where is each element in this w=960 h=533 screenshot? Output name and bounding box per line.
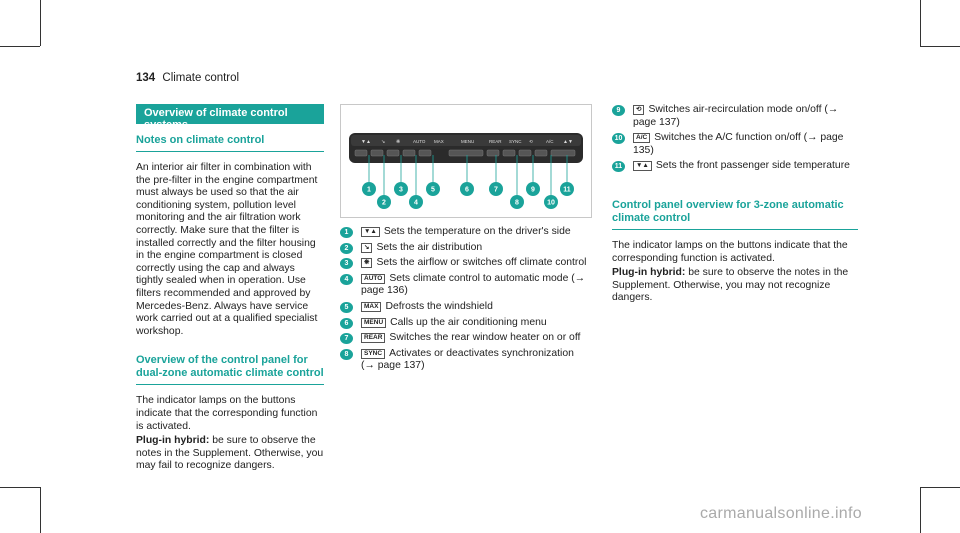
svg-text:11: 11 [563,187,571,194]
three-zone-text: The indicator lamps on the buttons indic… [612,239,848,264]
crop-mark [920,487,960,488]
control-panel-figure: ▼▲ ↘ ❋ AUTO MAX MENU REAR SYNC ⟲ A/C ▲▼ [340,104,592,218]
svg-text:7: 7 [494,187,498,194]
list-item: 3❋Sets the airflow or switches off clima… [340,257,590,270]
crop-mark [0,46,40,47]
callout-badges: 1 2 3 4 5 6 7 8 9 10 11 [362,182,574,209]
list-item: 11▼▲Sets the front passenger side temper… [612,160,858,173]
air-dist-symbol: ↘ [381,139,385,145]
airflow-symbol: ❋ [396,139,400,145]
control-panel-illustration: ▼▲ ↘ ❋ AUTO MAX MENU REAR SYNC ⟲ A/C ▲▼ [349,133,583,209]
ac-icon: A/C [633,133,651,144]
plugin-label: Plug-in hybrid: [612,267,686,279]
list-item: 1▼▲Sets the temperature on the driver's … [340,226,590,239]
page-header: 134 Climate control [136,72,239,84]
section-title: Climate control [162,72,240,84]
svg-text:9: 9 [531,187,535,194]
list-item: 9⟲Switches air-recirculation mode on/off… [612,104,858,129]
defrost-icon: MAX [361,301,382,312]
panel-buttons [354,149,576,157]
legend-list-right: 9⟲Switches air-recirculation mode on/off… [612,104,858,173]
notes-heading: Notes on climate control [136,134,324,152]
recirc-symbol: ⟲ [529,139,534,144]
watermark: carmanualsonline.info [700,505,862,522]
temperature-icon: ▼▲ [633,161,652,172]
auto-icon: AUTO [361,273,386,284]
svg-text:8: 8 [515,200,519,207]
callout-lines [368,155,568,196]
svg-text:1: 1 [367,187,371,194]
crop-mark [920,0,921,46]
svg-text:10: 10 [547,200,555,207]
column-right: 9⟲Switches air-recirculation mode on/off… [612,104,858,305]
air-distribution-icon: ↘ [361,242,373,253]
crop-mark [920,487,921,533]
crop-mark [40,0,41,46]
rear-heater-icon: REAR [361,333,386,344]
plugin-label: Plug-in hybrid: [136,435,210,447]
three-zone-heading: Control panel overview for 3-zone automa… [612,199,858,230]
airflow-icon: ❋ [361,258,373,269]
dual-zone-heading: Overview of the control panel for dual-z… [136,354,324,386]
panel-top-strip [351,135,581,146]
svg-text:2: 2 [382,200,386,207]
page-number: 134 [136,72,156,84]
temperature-icon: ▼▲ [361,227,380,237]
column-left: Overview of climate control systems Note… [136,104,324,473]
svg-text:3: 3 [399,187,403,194]
legend-list-middle: 1▼▲Sets the temperature on the driver's … [340,226,590,373]
menu-icon: MENU [361,317,387,328]
menu-label: MENU [461,139,474,144]
rear-symbol: REAR [489,139,502,144]
temp-right-symbol: ▲▼ [563,139,573,145]
max-symbol: MAX [434,139,444,144]
temp-left-symbol: ▼▲ [361,139,371,145]
notes-text: An interior air filter in combination wi… [136,162,318,337]
list-item: 2↘Sets the air distribution [340,242,590,255]
dual-zone-text: The indicator lamps on the buttons indic… [136,395,318,432]
plugin-text: be sure to observe the notes in the Supp… [136,435,324,472]
sync-icon: SYNC [361,348,386,359]
plugin-note: Plug-in hybrid: be sure to observe the n… [136,435,324,473]
svg-text:5: 5 [431,187,435,194]
recirculation-icon: ⟲ [633,105,645,115]
auto-label: AUTO [413,139,426,144]
plugin-text: be sure to observe the notes in the Supp… [612,267,849,304]
crop-mark [920,46,960,47]
sync-label: SYNC [509,139,522,144]
crop-mark [0,487,40,488]
crop-mark [40,487,41,533]
section-bar: Overview of climate control systems [136,104,324,131]
plugin-note: Plug-in hybrid: be sure to observe the n… [612,267,858,305]
svg-text:4: 4 [414,200,418,207]
column-middle: ▼▲ ↘ ❋ AUTO MAX MENU REAR SYNC ⟲ A/C ▲▼ [340,104,592,373]
ac-label: A/C [546,139,554,144]
svg-text:6: 6 [465,187,469,194]
